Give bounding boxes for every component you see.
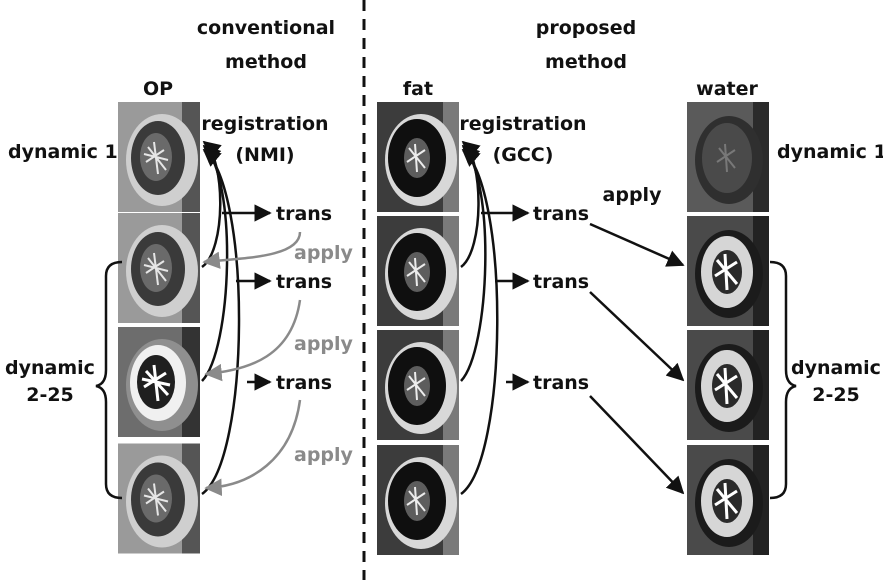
fat-image-strip [377,102,459,556]
op-image-dynamic4 [118,442,200,555]
registration-arcs-left [201,140,241,496]
op-column-title: OP [143,78,173,100]
proposed-heading-line2: method [545,51,627,73]
op-image-dynamic3 [118,327,200,437]
trans-label-right-2: trans [533,271,589,293]
proposed-heading-line1: proposed [536,17,636,39]
apply-label-left-1: apply [294,242,354,264]
dynamic-range-label-left-line1: dynamic [5,357,95,379]
dynamic-range-label-right-line1: dynamic [791,357,881,379]
water-image-dynamic4 [687,444,769,556]
right-brace [769,260,797,500]
trans-label-left-1: trans [276,203,332,225]
trans-label-left-3: trans [276,372,332,394]
conventional-heading-line2: method [225,51,307,73]
registration-gcc-line2: (GCC) [493,144,554,166]
registration-arcs-right [460,140,499,496]
apply-label-right: apply [603,184,663,206]
trans-label-right-1: trans [533,203,589,225]
op-image-dynamic2 [118,213,200,323]
left-brace [95,260,123,500]
dynamic1-label-right: dynamic 1 [777,141,883,163]
water-image-dynamic3 [687,330,769,440]
fat-image-dynamic3 [377,330,459,440]
fat-image-dynamic1 [377,102,459,212]
trans-label-left-2: trans [276,271,332,293]
apply-label-left-3: apply [294,444,354,466]
op-image-strip [118,102,200,555]
water-image-dynamic2 [687,216,769,326]
trans-arrows-left [222,204,272,391]
dynamic-range-label-right-line2: 2-25 [812,384,860,406]
dynamic-range-label-left-line2: 2-25 [26,384,74,406]
op-image-dynamic1 [118,102,200,212]
apply-arrows-right [589,222,685,495]
fat-image-dynamic2 [377,216,459,326]
apply-arrows-left [202,231,302,497]
dynamic1-label-left: dynamic 1 [8,141,118,163]
registration-nmi-line2: (NMI) [235,144,294,166]
water-column-title: water [696,78,758,100]
conventional-heading-line1: conventional [197,17,335,39]
apply-label-left-2: apply [294,333,354,355]
trans-arrows-right [481,204,530,391]
trans-label-right-3: trans [533,372,589,394]
fat-column-title: fat [403,78,433,100]
water-image-dynamic1 [687,102,769,212]
fat-image-dynamic4 [377,444,459,556]
registration-nmi-line1: registration [201,113,328,135]
registration-gcc-line1: registration [459,113,586,135]
water-image-strip [687,102,769,556]
